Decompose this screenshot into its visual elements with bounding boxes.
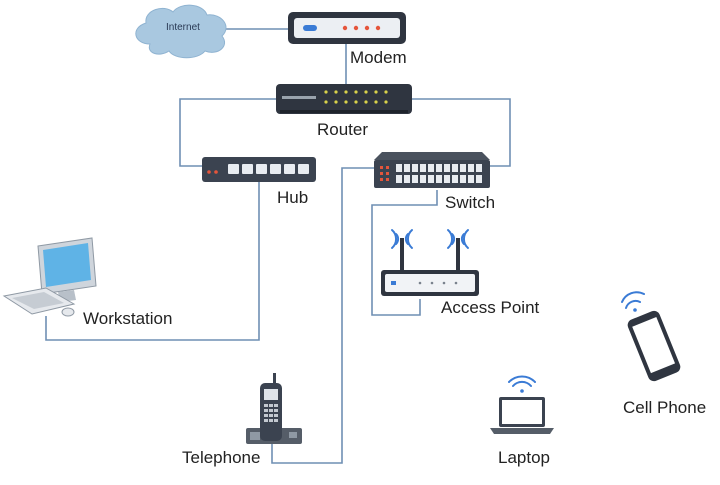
- label-workstation: Workstation: [83, 309, 173, 328]
- access-point-icon: [381, 229, 479, 296]
- link-hub-workstation: [45, 182, 260, 341]
- label-hub: Hub: [277, 188, 309, 207]
- laptop-icon: [490, 375, 554, 434]
- link-switch-telephone: [271, 167, 376, 464]
- modem-icon: [288, 12, 406, 44]
- label-telephone: Telephone: [182, 448, 261, 467]
- label-laptop: Laptop: [498, 448, 550, 467]
- label-cell-phone: Cell Phone: [623, 398, 707, 417]
- connections: [45, 28, 511, 464]
- link-router-switch: [412, 98, 511, 167]
- link-router-hub: [179, 98, 276, 167]
- label-modem: Modem: [350, 48, 407, 67]
- label-access-point: Access Point: [441, 298, 540, 317]
- label-internet: Internet: [166, 22, 200, 33]
- cloud-icon: [135, 4, 227, 59]
- label-switch: Switch: [445, 193, 496, 212]
- workstation-icon: [2, 237, 97, 317]
- link-switch-accesspoint: [371, 190, 438, 316]
- switch-icon: [374, 152, 490, 188]
- cell-phone-icon: [621, 291, 681, 382]
- telephone-icon: [246, 373, 302, 444]
- router-icon: [276, 84, 412, 114]
- label-router: Router: [317, 120, 369, 139]
- hub-icon: [202, 157, 316, 182]
